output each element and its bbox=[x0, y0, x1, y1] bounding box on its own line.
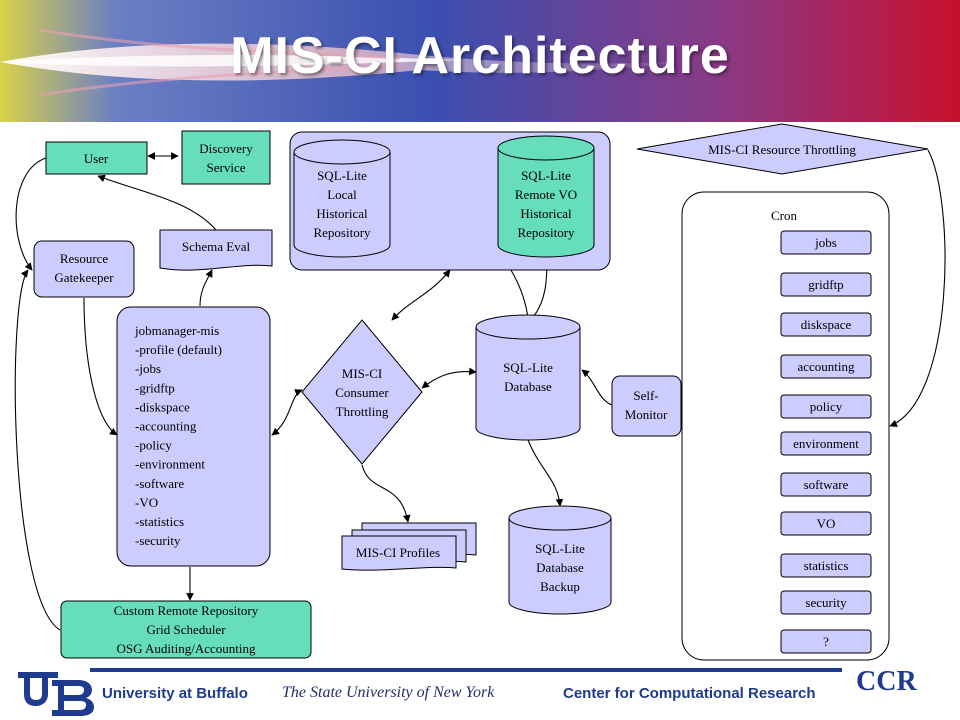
consumer-line: Consumer bbox=[335, 385, 389, 400]
jobmanager-line: -VO bbox=[135, 495, 158, 510]
ub-logo-icon bbox=[18, 672, 94, 716]
jobmanager-line: -profile (default) bbox=[135, 342, 222, 357]
remote-repo-line: Historical bbox=[520, 206, 572, 221]
jobmanager-line: -statistics bbox=[135, 514, 184, 529]
svg-text:Cron: Cron bbox=[771, 208, 798, 223]
footer-state-university: The State University of New York bbox=[282, 684, 495, 701]
cron-item: jobs bbox=[780, 230, 872, 255]
local-repo-line: Historical bbox=[316, 206, 368, 221]
svg-text:MIS-CI Resource Throttling: MIS-CI Resource Throttling bbox=[708, 142, 856, 157]
cron-item: policy bbox=[780, 394, 872, 419]
database-line: Database bbox=[504, 379, 552, 394]
database-line: SQL-Lite bbox=[503, 360, 553, 375]
svg-text:Gatekeeper: Gatekeeper bbox=[54, 270, 114, 285]
cron-item-label: VO bbox=[817, 516, 836, 531]
local-repo-line: Repository bbox=[313, 225, 371, 240]
jobmanager-line: -gridftp bbox=[135, 380, 175, 395]
discovery-service-node: Discovery Service bbox=[181, 130, 271, 185]
cron-item-label: accounting bbox=[797, 359, 855, 374]
cron-item-label: environment bbox=[793, 436, 859, 451]
cron-item: statistics bbox=[780, 553, 872, 578]
cron-item: accounting bbox=[780, 354, 872, 379]
jobmanager-line: -accounting bbox=[135, 419, 197, 434]
jobmanager-line: -security bbox=[135, 533, 181, 548]
footer-ccr-full: Center for Computational Research bbox=[563, 685, 816, 702]
user-node: User bbox=[45, 141, 148, 175]
cron-item: security bbox=[780, 590, 872, 615]
svg-text:Monitor: Monitor bbox=[625, 407, 668, 422]
cron-item-label: statistics bbox=[804, 558, 849, 573]
remote-repo-line: SQL-Lite bbox=[521, 168, 571, 183]
local-repo-line: SQL-Lite bbox=[317, 168, 367, 183]
svg-text:Resource: Resource bbox=[60, 251, 109, 266]
svg-text:Discovery: Discovery bbox=[199, 141, 253, 156]
backup-line: Database bbox=[536, 560, 584, 575]
svg-text:Service: Service bbox=[207, 160, 246, 175]
jobmanager-line: -software bbox=[135, 476, 184, 491]
cron-container: Cron bbox=[681, 191, 890, 661]
svg-text:Schema Eval: Schema Eval bbox=[182, 239, 251, 254]
consumer-line: MIS-CI bbox=[342, 366, 382, 381]
cron-item-label: security bbox=[805, 595, 847, 610]
self-monitor-node: Self- Monitor bbox=[611, 375, 682, 437]
cron-item-label: policy bbox=[810, 399, 843, 414]
cron-item: environment bbox=[780, 431, 872, 456]
remote-repo-line: Repository bbox=[517, 225, 575, 240]
svg-text:Self-: Self- bbox=[633, 388, 658, 403]
custom-repo-line: OSG Auditing/Accounting bbox=[116, 641, 256, 656]
svg-text:MIS-CI Profiles: MIS-CI Profiles bbox=[356, 545, 440, 560]
footer-university: University at Buffalo bbox=[102, 685, 248, 702]
cron-item-label: diskspace bbox=[801, 317, 852, 332]
consumer-line: Throttling bbox=[336, 404, 389, 419]
cron-item: ? bbox=[780, 629, 872, 654]
backup-line: Backup bbox=[540, 579, 580, 594]
custom-repo-line: Custom Remote Repository bbox=[114, 603, 259, 618]
local-repo-line: Local bbox=[327, 187, 357, 202]
resource-gatekeeper-node: Resource Gatekeeper bbox=[33, 240, 135, 298]
cron-item: gridftp bbox=[780, 272, 872, 297]
page-title: MIS-CI Architecture bbox=[230, 27, 730, 85]
jobmanager-line: -jobs bbox=[135, 361, 161, 376]
svg-text:User: User bbox=[84, 151, 109, 166]
footer: University at Buffalo The State Universi… bbox=[0, 660, 960, 720]
title-banner bbox=[0, 0, 960, 122]
cron-item: VO bbox=[780, 511, 872, 536]
cron-item-label: jobs bbox=[814, 235, 837, 250]
remote-repo-line: Remote VO bbox=[515, 187, 577, 202]
cron-item-label: gridftp bbox=[808, 277, 843, 292]
custom-repo-line: Grid Scheduler bbox=[146, 622, 226, 637]
backup-line: SQL-Lite bbox=[535, 541, 585, 556]
cron-item-label: software bbox=[804, 477, 849, 492]
mis-ci-profiles-node: MIS-CI Profiles bbox=[341, 522, 477, 571]
footer-ccr-logo: CCR bbox=[856, 666, 917, 697]
cron-item: diskspace bbox=[780, 312, 872, 337]
cron-item-label: ? bbox=[823, 634, 829, 649]
jobmanager-line: jobmanager-mis bbox=[134, 323, 219, 338]
jobmanager-line: -policy bbox=[135, 438, 172, 453]
schema-eval-node: Schema Eval bbox=[159, 229, 273, 271]
resource-throttling-node: MIS-CI Resource Throttling bbox=[636, 123, 929, 175]
cron-item: software bbox=[780, 472, 872, 497]
jobmanager-line: -diskspace bbox=[135, 399, 190, 414]
jobmanager-line: -environment bbox=[135, 457, 205, 472]
jobmanager-mis-node: jobmanager-mis -profile (default) -jobs -gr… bbox=[116, 306, 271, 567]
